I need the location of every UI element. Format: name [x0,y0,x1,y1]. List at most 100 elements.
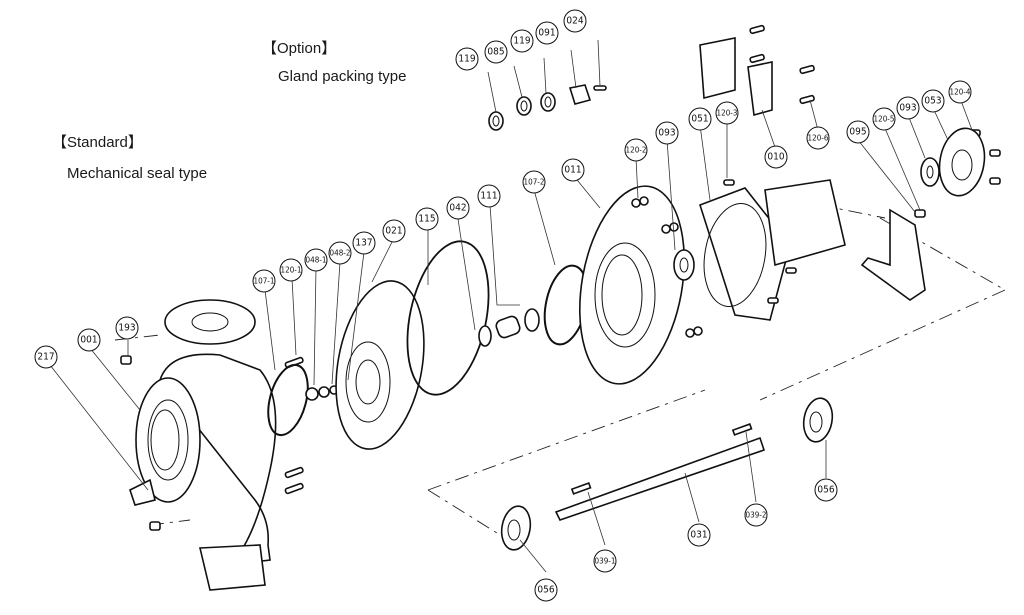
callout-label: 137 [355,238,372,249]
mechanical-seal [478,308,540,347]
callout-bubble [252,269,276,293]
callout-bubble [744,503,768,527]
callout-010: 010 [764,145,788,169]
callout-107-2: 107-2 [522,170,546,194]
callout-label: 010 [767,152,784,163]
bearing-bracket [699,179,846,321]
callout-bubble [328,241,352,265]
callout-label: 031 [690,530,707,541]
callout-bubble [382,219,406,243]
standard-heading: 【Standard】 [52,134,143,151]
callout-056b: 056 [814,478,838,502]
callout-217: 217 [34,345,58,369]
callout-093a: 093 [655,121,679,145]
callout-bubble [415,207,439,231]
callout-label: 119 [458,54,475,65]
callout-label: 111 [480,191,497,202]
bearing-cover [938,127,986,197]
callout-label: 120-1 [281,266,302,275]
impeller-nut-washers [305,385,339,401]
callout-bubble [764,145,788,169]
callout-bubble [535,21,559,45]
callout-bubble [948,80,972,104]
callout-label: 042 [449,203,466,214]
callout-bubble [446,196,470,220]
callout-bubble [510,29,534,53]
callout-048-2: 048-2 [328,241,352,265]
callout-label: 120-4 [950,88,971,97]
callout-label: 091 [538,28,555,39]
leader-lines [49,39,973,573]
impeller [335,280,425,450]
callout-label: 011 [564,165,581,176]
callout-bubble [77,328,101,352]
callout-bubble [715,101,739,125]
callout-label: 107-2 [524,178,545,187]
callout-label: 053 [924,96,941,107]
callout-119b: 119 [510,29,534,53]
option-heading: 【Option】 [262,40,337,57]
gland-packing-parts [488,84,607,131]
callouts: 217001193107-1120-1048-1048-213702111504… [34,9,972,602]
callout-093b: 093 [896,96,920,120]
callout-bubble [624,138,648,162]
callout-011: 011 [561,158,585,182]
callout-085: 085 [484,40,508,64]
callout-137: 137 [352,231,376,255]
callout-120-5: 120-5 [872,107,896,131]
callout-label: 120-2 [626,146,647,155]
vent-plug [149,521,161,531]
callout-label: 048-2 [330,249,351,258]
callout-label: 048-1 [306,256,327,265]
callout-label: 193 [118,323,135,334]
callout-091: 091 [535,21,559,45]
callout-label: 120-3 [717,109,738,118]
callout-120-4: 120-4 [948,80,972,104]
bolts [723,24,1001,304]
washer-093b [920,157,940,187]
callout-031: 031 [687,523,711,547]
callout-bubble [304,248,328,272]
callout-bubble [279,258,303,282]
callout-bubble [806,126,830,150]
callout-bubble [921,89,945,113]
callout-039-1: 039-1 [593,549,617,573]
cover-nuts [631,196,703,338]
callout-120-6: 120-6 [806,126,830,150]
bearing-056b [802,397,834,443]
callout-095: 095 [846,120,870,144]
callout-label: 093 [658,128,675,139]
callout-120-2: 120-2 [624,138,648,162]
callout-bubble [896,96,920,120]
gasket-107-1 [267,363,309,437]
callout-label: 107-1 [254,277,275,286]
callout-label: 056 [817,485,834,496]
callout-label: 051 [691,114,708,125]
seal-washer-093 [673,249,695,281]
callout-021: 021 [382,219,406,243]
callout-bubble [522,170,546,194]
callout-bubble [593,549,617,573]
callout-label: 039-2 [746,511,767,520]
callout-bubble [534,578,558,602]
callout-042: 042 [446,196,470,220]
callout-048-1: 048-1 [304,248,328,272]
callout-056a: 056 [534,578,558,602]
pump-casing [129,299,277,591]
standard-subtitle: Mechanical seal type [67,165,208,182]
callout-115: 115 [415,207,439,231]
callout-bubble [455,47,479,71]
callout-120-3: 120-3 [715,101,739,125]
casing-cover [578,185,686,385]
callout-bubble [115,316,139,340]
callout-label: 119 [513,36,530,47]
option-subtitle: Gland packing type [278,68,407,85]
callout-107-1: 107-1 [252,269,276,293]
drain-plug [120,355,132,365]
callout-bubble [814,478,838,502]
callout-bubble [352,231,376,255]
callout-label: 095 [849,127,866,138]
callout-label: 120-6 [808,134,829,143]
callout-bubble [484,40,508,64]
